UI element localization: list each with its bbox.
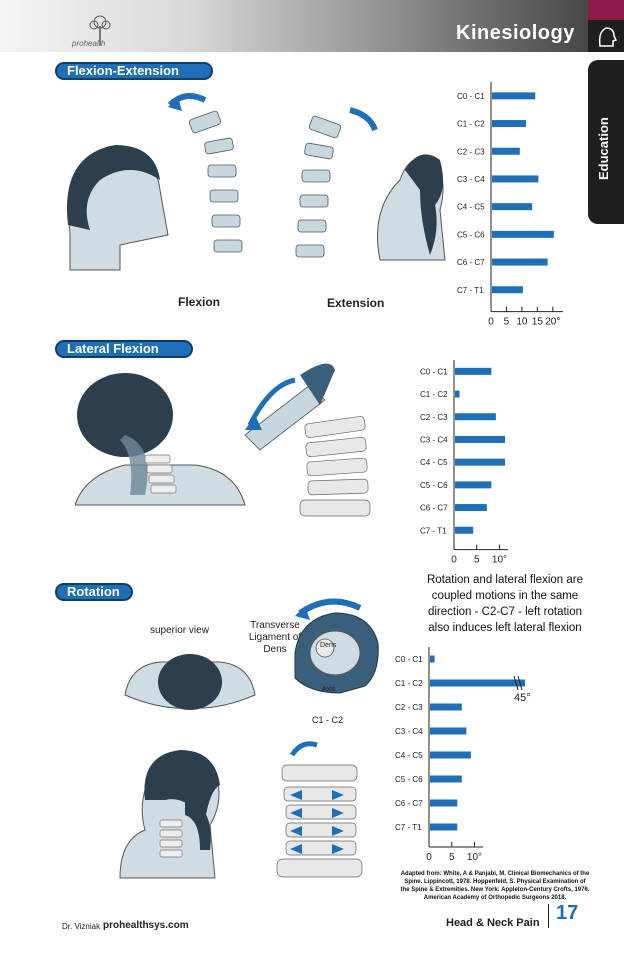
rotation-coupling-note: Rotation and lateral flexion are coupled… [427,574,583,634]
chart-x-tick-label: 0 [451,555,457,566]
lateral-flexion-head-illustration [75,373,246,506]
chart-bar [430,751,471,759]
chart-category-label: C6 - C7 [420,504,448,513]
chart-category-label: C7 - T1 [395,823,422,832]
chart-category-label: C0 - C1 [395,655,423,664]
chart-category-label: C1 - C2 [395,679,423,688]
label-superior-view: superior view [150,625,209,636]
chart-bar [430,775,462,783]
side-tab-education[interactable]: Education [588,60,624,224]
chart-x-tick-label: 5 [474,555,480,566]
chart-category-label: C3 - C4 [395,727,423,736]
chart-x-tick-label: 10 [516,317,528,328]
section-title-flexion-extension: Flexion-Extension [55,62,213,80]
chart-bar [492,230,554,238]
chart-category-label: C1 - C2 [457,120,485,129]
chart-x-tick-label: 0 [488,317,494,328]
chart-bar [455,367,492,375]
chart-category-label: C2 - C3 [420,413,448,422]
chart-bar [455,413,496,421]
chart-category-label: C5 - C6 [395,775,423,784]
chart-bar [492,286,523,294]
chart-x-tick-label: 20° [545,317,560,328]
chart-bar [492,203,533,211]
page-category-title: Kinesiology [456,22,575,44]
chart-bar [492,92,536,100]
chart-category-label: C3 - C4 [420,435,448,444]
lateral-flexion-spine-illustration [244,363,371,517]
rotation-head-illustration [119,750,220,879]
section-title-lateral-flexion: Lateral Flexion [55,340,193,358]
chart-category-label: C1 - C2 [420,390,448,399]
chart-category-label: C2 - C3 [395,703,423,712]
chart-x-tick-label: 5 [449,852,455,863]
chart-bar [455,504,487,512]
chart-bar [455,390,460,398]
label-axis: Axis [322,686,336,693]
chart-bar [492,258,548,266]
chart-category-label: C0 - C1 [457,92,485,101]
chart-category-label: C4 - C5 [457,203,485,212]
chart-bar [455,481,492,489]
chart-axis-break-mark [513,675,519,691]
chart-category-label: C6 - C7 [395,799,423,808]
chart-category-label: C5 - C6 [420,481,448,490]
logo-tree-icon [89,15,111,46]
head-silhouette-icon [598,27,618,47]
chart-bar [430,703,462,711]
label-dens: Dens [320,642,337,649]
chart-bar [430,799,458,807]
chart-category-label: C4 - C5 [395,751,423,760]
chart-bar [430,727,467,735]
footer-website-link[interactable]: prohealthsys.com [103,920,189,931]
footer-divider [548,904,549,928]
chart-category-label: C7 - T1 [420,526,447,535]
page-number: 17 [556,902,579,924]
footer-author: Dr. Vizniak [62,922,101,931]
c1-c2-rotation-illustration [294,598,379,694]
label-c1-c2: C1 - C2 [312,715,344,725]
chart-category-label: C2 - C3 [457,147,485,156]
chart-x-tick-label: 10° [467,852,482,863]
chart-flexion-extension: C0 - C1 C1 - C2 C2 - C3 C3 - C4 C4 - C5 C5 - … [455,80,580,340]
logo-text: prohealth [72,39,106,48]
chart-rotation: C0 - C1 C1 - C2 45° C2 - C3 C3 - C4 C4 - C5 C5… [393,645,553,872]
label-transverse-ligament: Transverse Ligament of Dens [248,620,302,655]
chart-x-tick-label: 10° [492,555,507,566]
chart-bar [492,147,520,155]
chart-annotation: 45° [514,692,531,704]
page-header: prohealth Kinesiology [0,0,624,52]
caption-extension: Extension [327,296,385,310]
references-text: Adapted from: White, A & Panjabi, M. Cli… [400,871,590,901]
chart-bar [430,679,525,687]
chart-category-label: C7 - T1 [457,286,484,295]
chart-x-tick-label: 15 [532,317,544,328]
chart-category-label: C5 - C6 [457,230,485,239]
chart-bar [455,526,474,534]
rotation-spine-illustration [276,741,363,878]
chart-bar [430,823,458,831]
chart-bar [455,458,505,466]
header-badge [588,0,624,52]
chart-category-label: C0 - C1 [420,367,448,376]
chart-lateral-flexion: C0 - C1 C1 - C2 C2 - C3 C3 - C4 C4 - C5 C5 - … [418,358,543,573]
chart-bar [455,435,505,443]
superior-view-head-illustration [124,654,256,710]
footer-book-title: Head & Neck Pain [446,917,540,929]
chart-bar [430,655,435,663]
chart-bar [492,175,539,183]
chart-axis-break-mark [517,675,523,691]
side-tab-label: Education [596,117,611,180]
extension-head-illustration [377,154,446,261]
chart-category-label: C6 - C7 [457,258,485,267]
caption-flexion: Flexion [178,295,221,309]
chart-x-tick-label: 5 [504,317,510,328]
chart-category-label: C3 - C4 [457,175,485,184]
section-title-rotation: Rotation [55,583,133,601]
chart-category-label: C4 - C5 [420,458,448,467]
chart-bar [492,120,526,128]
chart-x-tick-label: 0 [426,852,432,863]
flexion-extension-illustration [66,93,378,271]
